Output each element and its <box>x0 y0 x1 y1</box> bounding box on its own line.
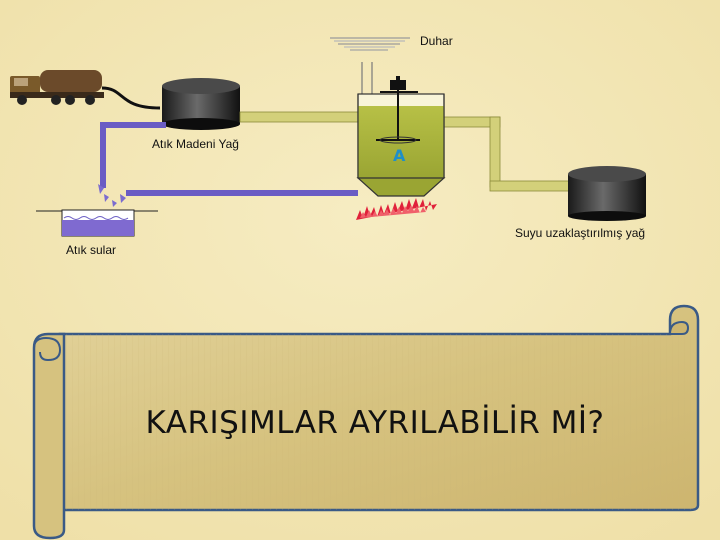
tanker-truck-icon <box>10 70 104 105</box>
page-title: KARIŞIMLAR AYRILABİLİR Mİ? <box>145 405 605 441</box>
reactor-tank-icon <box>356 93 446 197</box>
flame-icon <box>356 198 437 220</box>
water-drips-icon <box>98 184 126 207</box>
waste-water-label: Atık sular <box>66 243 117 257</box>
vapor-label: Duhar <box>420 34 453 48</box>
purple-pipe-reactor-drain <box>126 190 358 196</box>
scroll-banner <box>32 304 700 540</box>
vapor-icon <box>330 37 410 94</box>
truck-hose <box>101 86 161 110</box>
stirrer-icon <box>376 76 420 144</box>
reactor-letter-label: A <box>393 146 406 165</box>
waste-oil-label: Atık Madeni Yağ <box>152 137 239 151</box>
product-tank-icon <box>568 166 646 221</box>
purple-pipe-waste-oil <box>100 122 166 188</box>
waste-oil-tank-icon <box>162 78 240 130</box>
olive-pipe-inlet <box>239 111 359 123</box>
waste-water-basin-icon <box>36 209 158 237</box>
dewatered-oil-label: Suyu uzaklaştırılmış yağ <box>515 226 646 240</box>
